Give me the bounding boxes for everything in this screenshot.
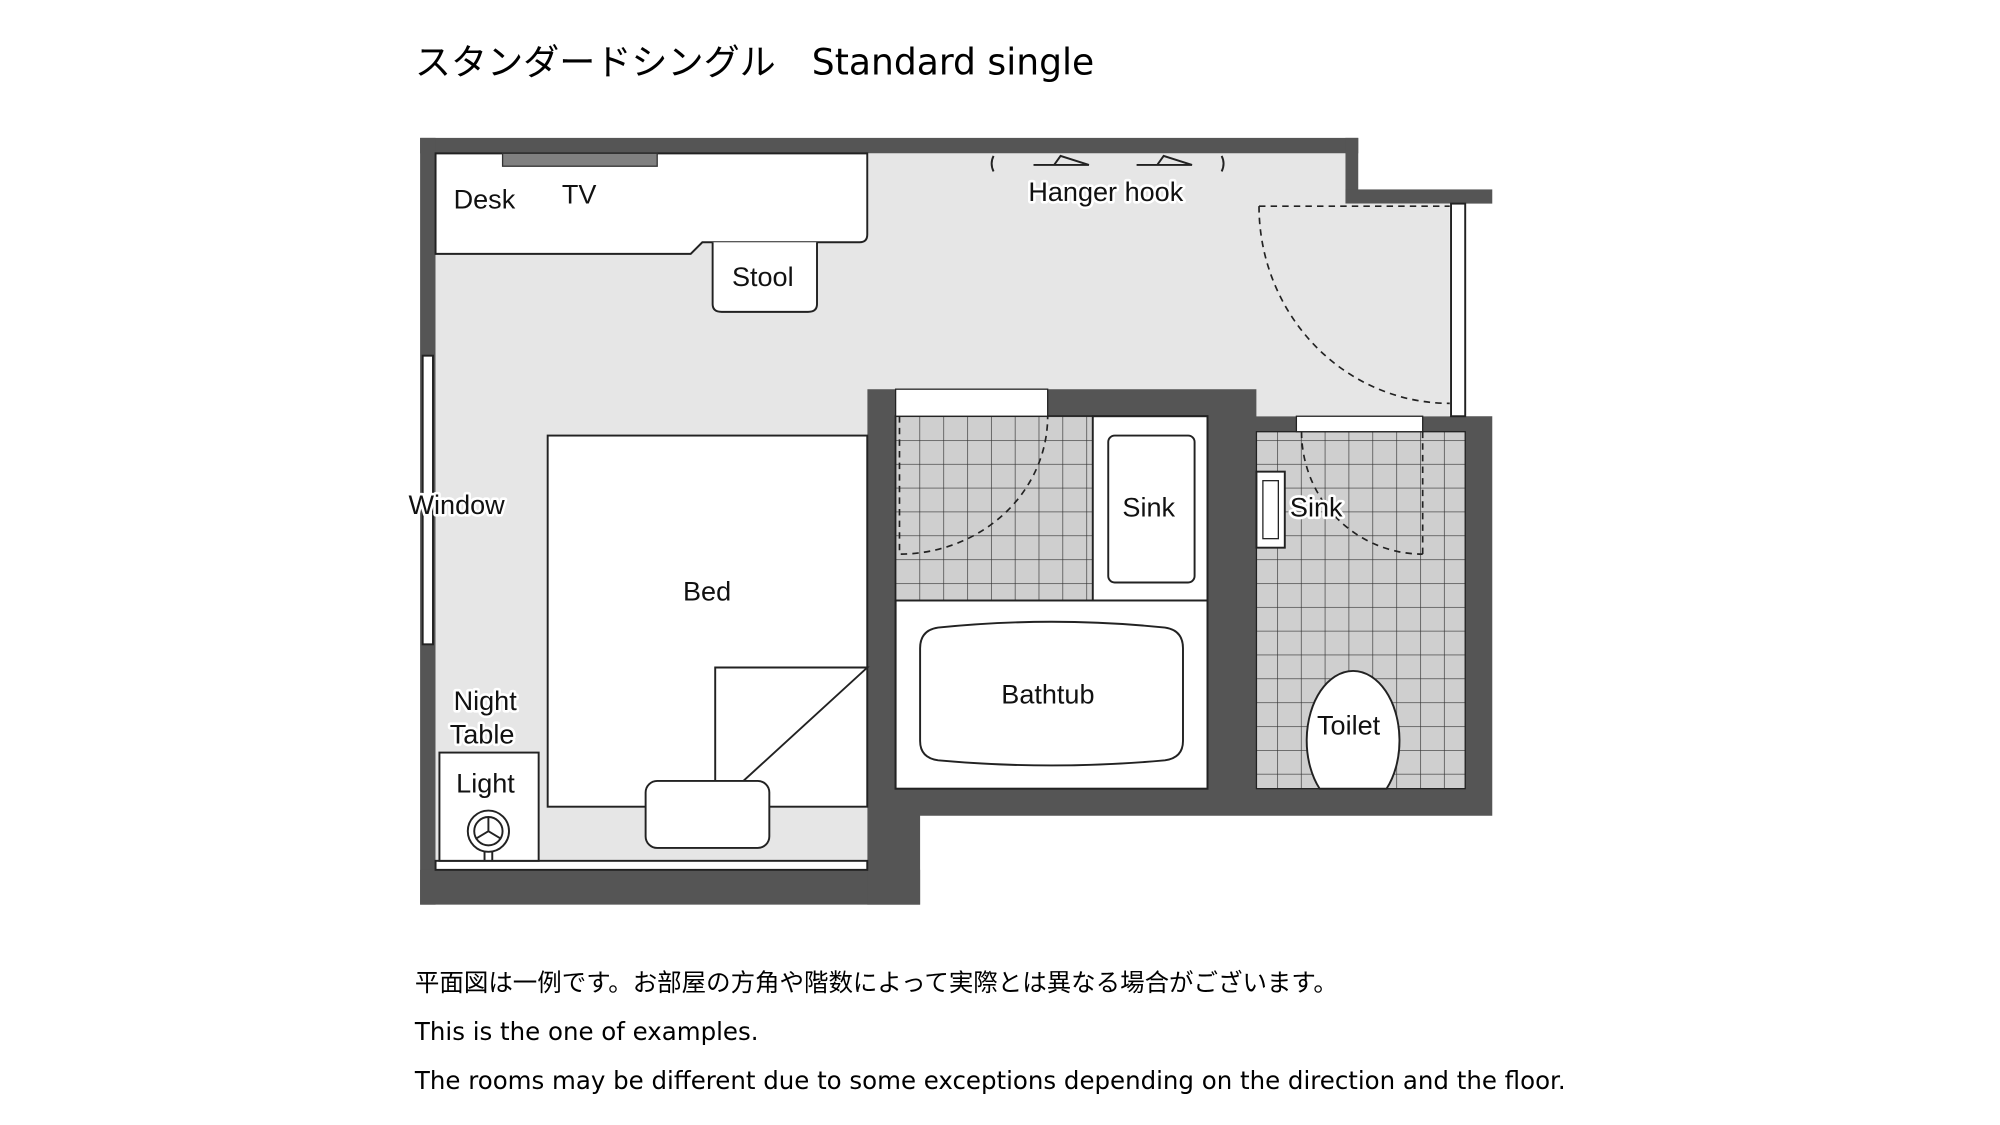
label-hanger-hook: Hanger hook (1028, 177, 1183, 207)
tv (501, 152, 658, 167)
label-sink-toilet: Sink (1290, 493, 1343, 523)
label-table: Table (450, 720, 515, 750)
sink-basin (1262, 480, 1279, 540)
bathroom-door-swing (898, 416, 1049, 555)
bathroom-tile-floor (894, 415, 1094, 602)
entrance-door-frame (1450, 202, 1467, 418)
sink-bath (1107, 434, 1196, 584)
note-japanese: 平面図は一例です。お部屋の方角や階数によって実際とは異なる場合がございます。 (415, 968, 1338, 997)
label-light: Light (456, 769, 515, 799)
window (421, 354, 434, 646)
bathroom-door-opening (894, 388, 1049, 417)
label-bed: Bed (683, 577, 731, 607)
bed-fold (714, 666, 870, 809)
label-stool: Stool (732, 262, 794, 292)
stool (711, 242, 818, 313)
label-desk: Desk (454, 185, 516, 215)
light-icon (466, 809, 510, 861)
note-example: This is the one of examples. (414, 1017, 759, 1046)
hanger-hook-icon (990, 154, 1225, 172)
toilet-door-opening (1295, 415, 1424, 433)
label-bathtub: Bathtub (1001, 680, 1094, 710)
toilet-door-swing (1300, 431, 1424, 555)
toilet (1305, 670, 1401, 790)
bed (546, 434, 869, 808)
desk (434, 152, 869, 255)
label-night: Night (454, 686, 518, 716)
bathtub (919, 620, 1184, 767)
label-toilet: Toilet (1317, 711, 1381, 741)
bed-strip (434, 859, 869, 871)
label-window: Window (409, 490, 506, 520)
label-tv: TV (562, 180, 597, 210)
pillow (644, 779, 771, 849)
page-title: スタンダードシングル Standard single (415, 42, 1094, 84)
label-sink-bath: Sink (1122, 493, 1175, 523)
note-disclaimer: The rooms may be different due to some e… (414, 1066, 1566, 1095)
entrance-door-swing (1258, 205, 1450, 405)
